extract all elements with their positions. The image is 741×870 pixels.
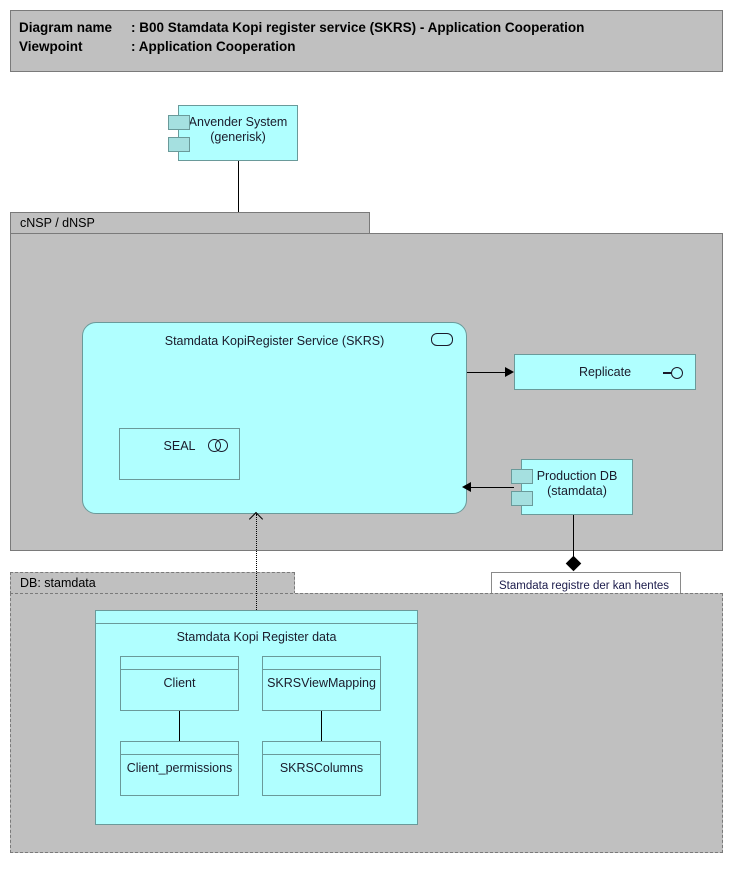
viewpoint-line: Viewpoint : Application Cooperation <box>19 37 722 56</box>
node-skr-data-label: Stamdata Kopi Register data <box>176 630 337 644</box>
group-db-label: DB: stamdata <box>20 576 96 590</box>
client-permissions-data-object-icon-band <box>121 742 238 755</box>
skrs-columns-data-object-icon-band <box>263 742 380 755</box>
skrs-view-mapping-data-object-icon-band <box>263 657 380 670</box>
diagram-name-label: Diagram name <box>19 20 113 35</box>
node-skr-data[interactable]: Stamdata Kopi Register data Client SKRSV… <box>95 610 418 825</box>
node-client[interactable]: Client <box>120 656 239 711</box>
component-tab-icon-top <box>168 115 190 130</box>
node-production-db[interactable]: Production DB (stamdata) <box>511 459 633 515</box>
group-nsp-label: cNSP / dNSP <box>20 216 95 230</box>
node-anvender-system[interactable]: Anvender System (generisk) <box>168 105 298 161</box>
interface-lollipop-icon <box>663 367 685 379</box>
node-skrs-service-label: Stamdata KopiRegister Service (SKRS) <box>164 334 385 348</box>
node-client-permissions-label: Client_permissions <box>126 761 233 775</box>
node-seal-label: SEAL <box>163 439 196 453</box>
diagram-title-block: Diagram name : B00 Stamdata Kopi register… <box>10 10 723 72</box>
edge-client-to-client-permissions <box>179 711 180 741</box>
node-client-permissions[interactable]: Client_permissions <box>120 741 239 796</box>
component-tab-icon-bottom <box>168 137 190 152</box>
edge-productiondb-to-note-diamond <box>565 555 582 572</box>
node-replicate-label: Replicate <box>578 365 632 379</box>
node-skrs-view-mapping-label: SKRSViewMapping <box>267 676 376 690</box>
node-seal[interactable]: SEAL <box>119 428 240 480</box>
diagram-name-value: : B00 Stamdata Kopi register service (SK… <box>131 20 585 35</box>
application-service-icon <box>431 333 453 346</box>
production-db-component-tab-icon-bottom <box>511 491 533 506</box>
edge-productiondb-to-skrs <box>467 487 514 488</box>
node-production-db-label: Production DB (stamdata) <box>536 469 618 498</box>
viewpoint-label: Viewpoint <box>19 39 83 54</box>
edge-skrdata-to-skrs <box>256 514 257 614</box>
node-skrs-view-mapping[interactable]: SKRSViewMapping <box>262 656 381 711</box>
node-skrs-columns[interactable]: SKRSColumns <box>262 741 381 796</box>
data-object-icon-band <box>96 611 417 624</box>
edge-viewmapping-to-columns <box>321 711 322 741</box>
application-collaboration-icon <box>208 439 230 452</box>
edge-productiondb-to-skrs-arrowhead <box>462 482 471 492</box>
group-db-tab: DB: stamdata <box>10 572 295 594</box>
viewpoint-value: : Application Cooperation <box>131 39 296 54</box>
diagram-name-line: Diagram name : B00 Stamdata Kopi register… <box>19 18 722 37</box>
node-replicate[interactable]: Replicate <box>514 354 696 390</box>
node-skrs-service[interactable]: Stamdata KopiRegister Service (SKRS) SEA… <box>82 322 467 514</box>
edge-productiondb-to-note <box>573 515 574 567</box>
node-skrs-columns-label: SKRSColumns <box>279 761 364 775</box>
client-data-object-icon-band <box>121 657 238 670</box>
group-nsp-tab: cNSP / dNSP <box>10 212 370 234</box>
edge-skrs-to-replicate <box>467 372 512 373</box>
node-client-label: Client <box>163 676 196 690</box>
edge-skrs-to-replicate-arrowhead <box>505 367 514 377</box>
production-db-component-tab-icon-top <box>511 469 533 484</box>
node-anvender-system-label: Anvender System (generisk) <box>188 115 288 144</box>
